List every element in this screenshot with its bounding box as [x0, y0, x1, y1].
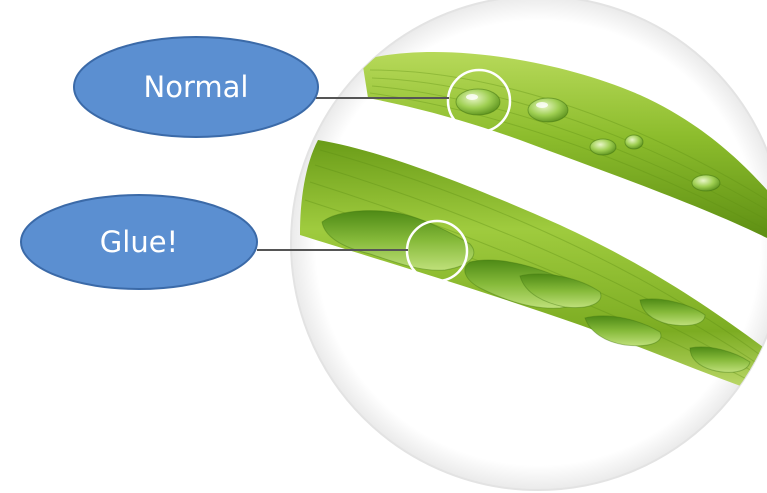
glue-label: Glue! — [100, 225, 178, 259]
normal-label: Normal — [144, 70, 249, 104]
glue-callout: Glue! — [21, 195, 257, 289]
normal-callout: Normal — [74, 37, 318, 137]
